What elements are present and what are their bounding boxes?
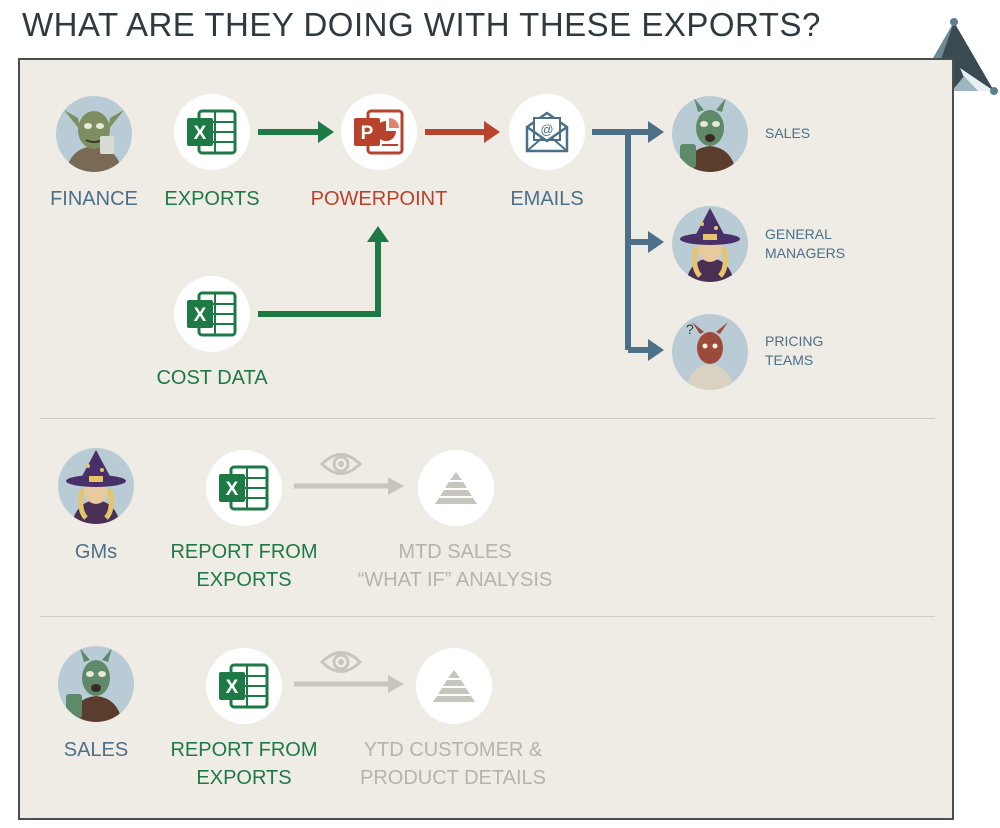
svg-text:P: P <box>361 123 374 144</box>
sales-report-node: X <box>206 648 282 724</box>
gms-report-label-2: EXPORTS <box>196 569 292 591</box>
gms-analysis-label-2: “WHAT IF” ANALYSIS <box>357 569 553 591</box>
finance-avatar <box>56 96 132 172</box>
email-icon: @ <box>525 111 569 153</box>
svg-text:?: ? <box>686 321 694 337</box>
gms-report-node: X <box>206 450 282 526</box>
sales-analysis-node <box>416 648 492 724</box>
cost-data-node: X <box>174 276 250 352</box>
gms-report-label-1: REPORT FROM <box>170 541 318 563</box>
recipient-gm-label-1: GENERAL <box>765 226 832 242</box>
svg-text:X: X <box>194 305 207 326</box>
gms-analysis-label-1: MTD SALES <box>398 541 512 563</box>
svg-text:X: X <box>226 479 239 500</box>
emails-label: EMAILS <box>510 188 584 210</box>
svg-text:@: @ <box>540 122 553 137</box>
eye-icon <box>320 651 362 673</box>
svg-text:X: X <box>226 677 239 698</box>
cost-data-label: COST DATA <box>156 367 268 389</box>
powerpoint-icon: P <box>354 109 404 155</box>
powerpoint-node: P <box>341 94 417 170</box>
page-title: WHAT ARE THEY DOING WITH THESE EXPORTS? <box>22 6 821 43</box>
emails-node: @ <box>509 94 585 170</box>
recipient-pricing-label-1: PRICING <box>765 333 824 349</box>
gms-avatar <box>58 448 134 524</box>
powerpoint-label: POWERPOINT <box>310 188 448 210</box>
eye-icon <box>320 453 362 475</box>
recipient-sales-label: SALES <box>765 125 811 141</box>
sales-report-label-2: EXPORTS <box>196 767 292 789</box>
gms-label: GMs <box>74 541 118 563</box>
sales-analysis-label-1: YTD CUSTOMER & <box>363 739 543 761</box>
excel-icon: X <box>187 109 237 155</box>
svg-text:X: X <box>194 123 207 144</box>
section-divider <box>40 418 935 419</box>
excel-icon: X <box>187 291 237 337</box>
recipient-gm-label-2: MANAGERS <box>765 245 846 261</box>
gms-analysis-node <box>418 450 494 526</box>
sales-analysis-label-2: PRODUCT DETAILS <box>360 767 546 789</box>
pyramid-icon <box>433 670 475 702</box>
recipient-pricing-label-2: TEAMS <box>765 352 814 368</box>
excel-icon: X <box>219 465 269 511</box>
sales-report-label-1: REPORT FROM <box>170 739 318 761</box>
exports-label: EXPORTS <box>164 188 260 210</box>
finance-label: FINANCE <box>50 188 138 210</box>
exports-node: X <box>174 94 250 170</box>
sales-label: SALES <box>63 739 129 761</box>
sales-recipient-avatar <box>672 96 748 172</box>
excel-icon: X <box>219 663 269 709</box>
section-divider <box>40 616 935 617</box>
sales-avatar <box>58 646 134 722</box>
general-managers-avatar <box>672 206 748 282</box>
pricing-teams-avatar: ? <box>672 314 748 390</box>
pyramid-icon <box>435 472 477 504</box>
